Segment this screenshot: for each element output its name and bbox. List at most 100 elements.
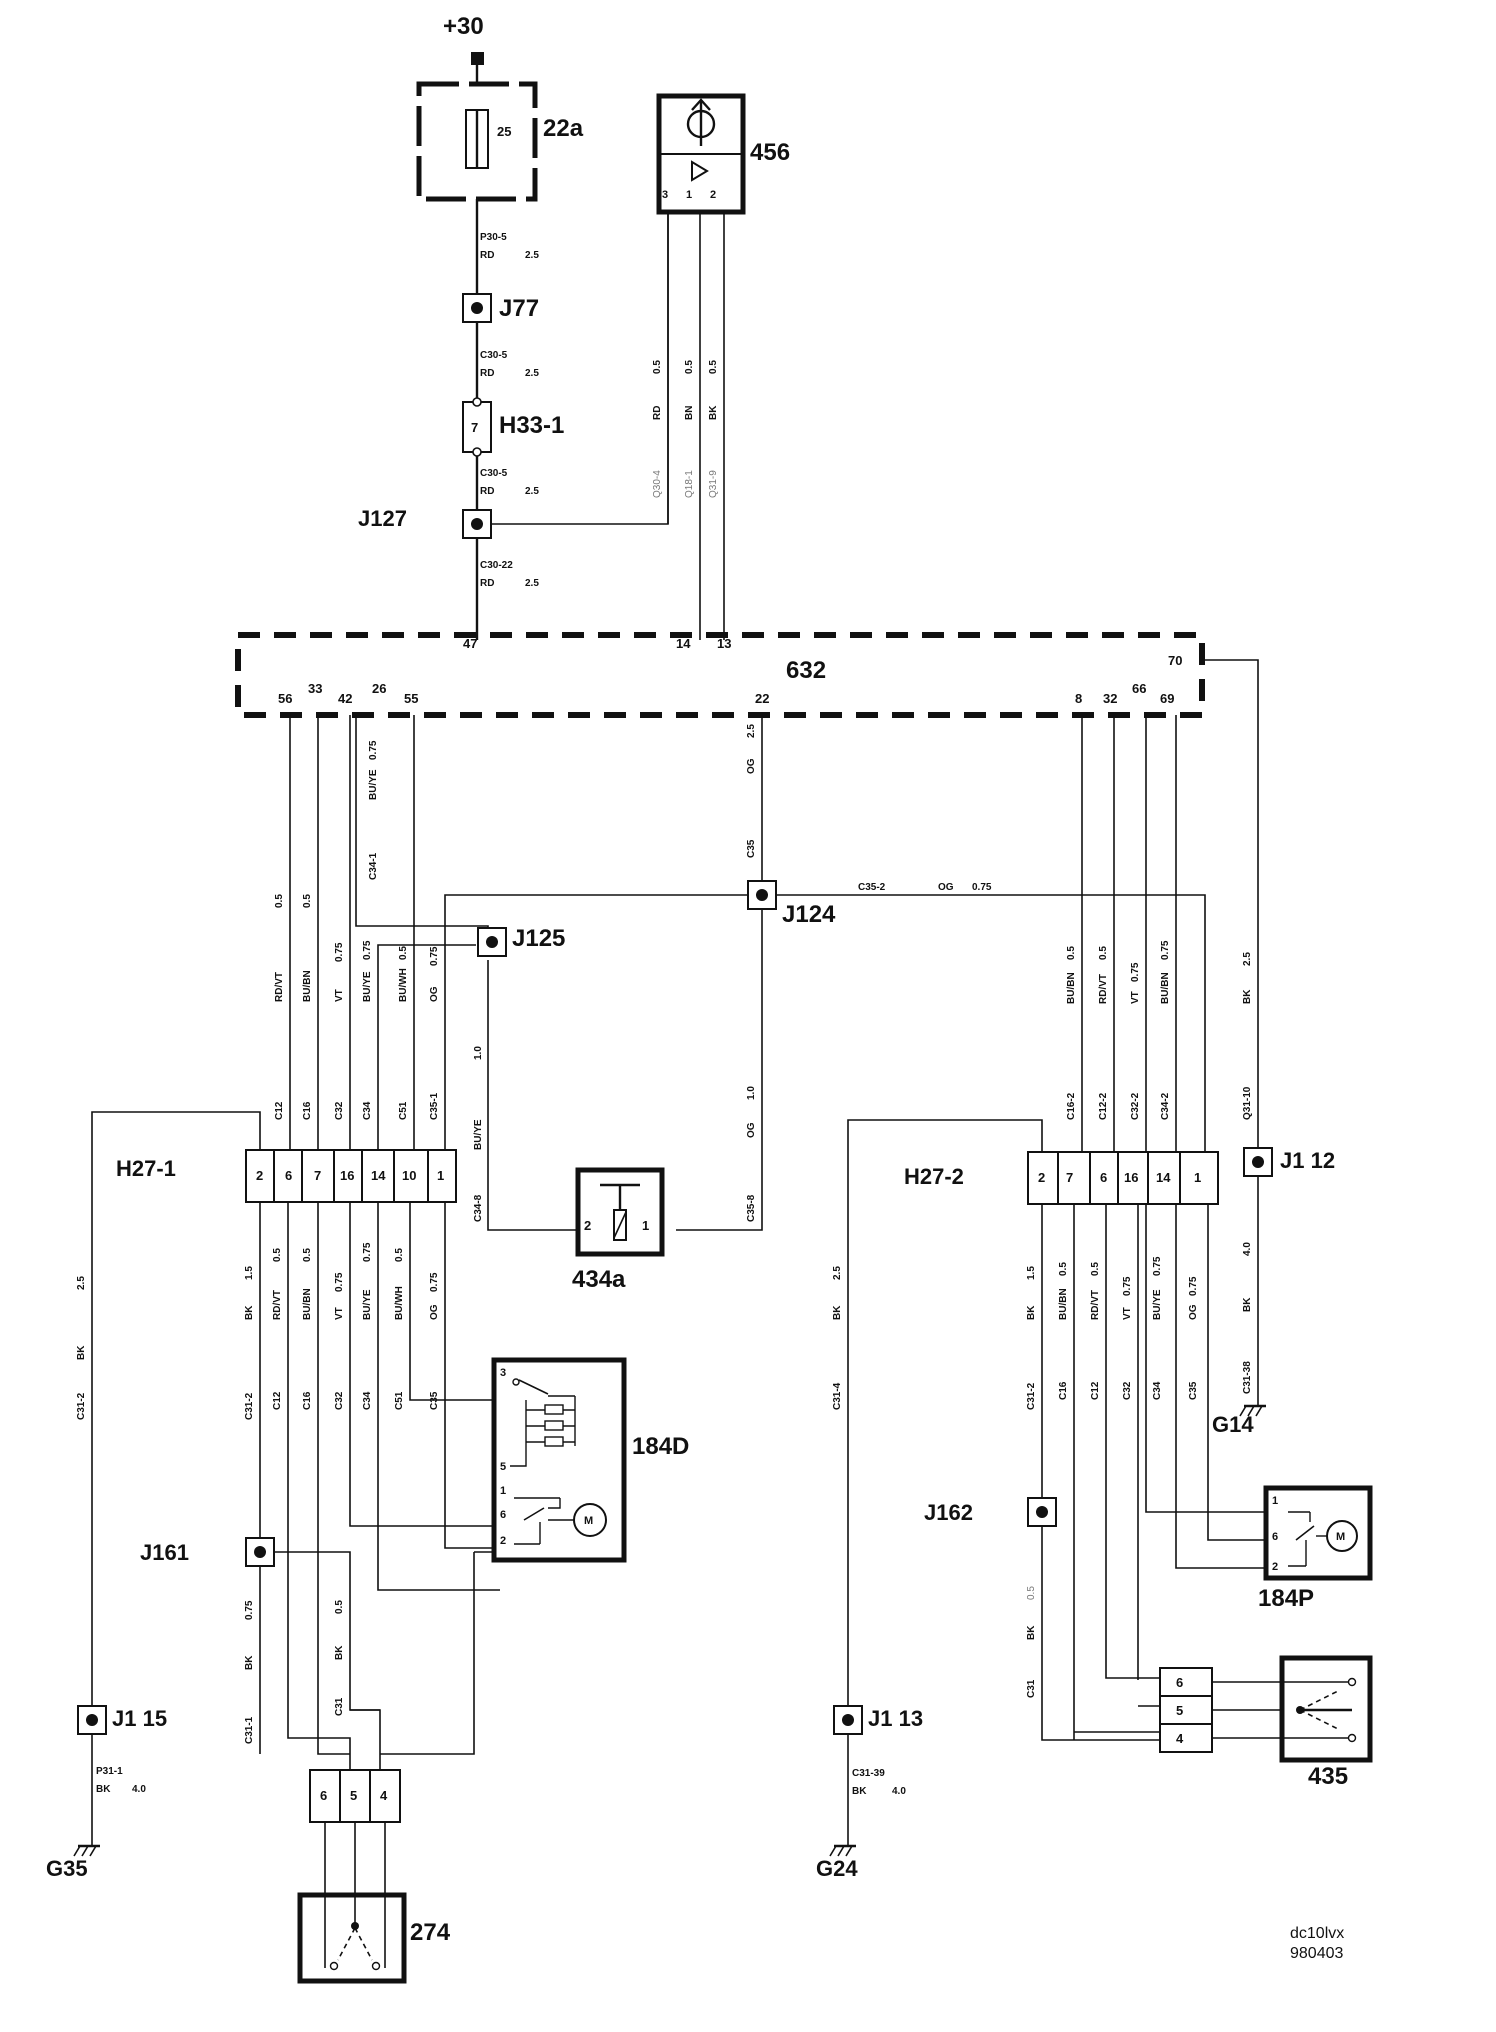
wl-vt-r1: VT xyxy=(1130,991,1141,1004)
wl-075-l6: 0.75 xyxy=(429,946,440,966)
wl-c12-r: C12 xyxy=(1090,1381,1101,1400)
wl-05-l3b: 0.5 xyxy=(334,1600,345,1614)
434a-label: 434a xyxy=(572,1266,626,1293)
wl-c31-38: C31-38 xyxy=(1242,1361,1253,1394)
wl-075-r3: 0.75 xyxy=(1130,962,1141,982)
j162-label: J162 xyxy=(924,1500,973,1525)
wl-rdvt-r2: RD/VT xyxy=(1090,1290,1101,1320)
footer-code: dc10lvx xyxy=(1290,1925,1344,1942)
wl-c34-l: C34 xyxy=(362,1101,373,1120)
wl-bubn-r2: BU/BN xyxy=(1160,972,1171,1004)
wl-buwh-2: BU/WH xyxy=(394,1286,405,1320)
wl-c34-ll: C34 xyxy=(362,1391,373,1410)
435-label: 435 xyxy=(1308,1763,1348,1790)
456-label: 456 xyxy=(750,139,790,166)
fuse-value: 25 xyxy=(497,124,511,139)
wl-c35-ll: C35 xyxy=(429,1391,440,1410)
wl-c51-l: C51 xyxy=(398,1101,409,1120)
wl-q30-4: Q30-4 xyxy=(652,470,663,498)
184p-motor: M xyxy=(1336,1531,1345,1543)
wl-c30-5-b: C30-5 xyxy=(480,468,508,479)
component-456: 3 1 2 456 RD 0.5 Q30-4 BN 0.5 Q18-1 BK 0… xyxy=(652,93,790,640)
wl-p30-5: P30-5 xyxy=(480,232,507,243)
h27-1-p2: 2 xyxy=(256,1168,263,1183)
184d-pin-5: 5 xyxy=(500,1461,506,1473)
184d-pin-2: 2 xyxy=(500,1535,506,1547)
j161-label: J161 xyxy=(140,1540,189,1565)
h27-2-p7: 7 xyxy=(1066,1170,1073,1185)
ecu-pin-8: 8 xyxy=(1075,691,1082,706)
wl-075-r4: 0.75 xyxy=(1160,940,1171,960)
456-pin-2: 2 xyxy=(710,189,716,201)
wl-05-r5: 0.5 xyxy=(1058,1262,1069,1276)
ecu-pin-26: 26 xyxy=(372,681,386,696)
wl-c31-39: C31-39 xyxy=(852,1768,885,1779)
right-harness-upper: BU/BN 0.5 C16-2 RD/VT 0.5 C12-2 VT 0.75 … xyxy=(1066,715,1253,1152)
junction-j1-12: J1 12 BK 4.0 C31-38 xyxy=(1242,1147,1335,1406)
footer-date: 980403 xyxy=(1290,1945,1343,1962)
wl-c30-22: C30-22 xyxy=(480,560,513,571)
supply-wire-labels: P30-5 RD 2.5 C30-5 RD 2.5 C30-5 RD 2.5 C… xyxy=(480,232,539,589)
wl-buye-1: BU/YE xyxy=(362,971,373,1002)
fuse-22a: 25 22a xyxy=(416,81,584,202)
184d-pin-3: 3 xyxy=(500,1367,506,1379)
right-harness-lower: BK 1.5 C31-2 BU/BN 0.5 C16 RD/VT 0.5 C12… xyxy=(832,1204,1270,1741)
wl-c16-2: C16-2 xyxy=(1066,1092,1077,1120)
ecu-pin-22: 22 xyxy=(755,691,769,706)
supply-label: +30 xyxy=(443,13,484,40)
h27-1-p6: 6 xyxy=(285,1168,292,1183)
wl-og-22: OG xyxy=(746,758,757,774)
wl-bubn-r3: BU/BN xyxy=(1058,1288,1069,1320)
junction-j127: J127 xyxy=(358,214,669,539)
h27-2-p16: 16 xyxy=(1124,1170,1138,1185)
wl-bubn-1: BU/BN xyxy=(302,970,313,1002)
wl-075-l2b: 0.75 xyxy=(244,1600,255,1620)
wl-bk-c31-39: BK xyxy=(852,1786,867,1797)
435-conn-p5: 5 xyxy=(1176,1703,1183,1718)
wl-25-r70: 2.5 xyxy=(1242,952,1253,966)
ground-g14: G14 xyxy=(1212,1404,1266,1437)
wl-buye-top: BU/YE xyxy=(368,769,379,800)
wl-25-g35: 2.5 xyxy=(76,1276,87,1290)
wl-40-g14: 4.0 xyxy=(1242,1242,1253,1256)
wl-05-l5: 0.5 xyxy=(398,946,409,960)
supply-terminal xyxy=(471,52,484,65)
ground-g24: G24 xyxy=(816,1844,858,1881)
wl-rd-3: RD xyxy=(480,486,494,497)
connector-435: 6 5 4 xyxy=(1159,1667,1282,1753)
wl-05-l1: 0.5 xyxy=(274,894,285,908)
connector-h33-1: 7 H33-1 xyxy=(462,397,564,457)
wl-bk-l2: BK xyxy=(244,1655,255,1670)
j124-label: J124 xyxy=(782,901,836,928)
wl-c31-4: C31-4 xyxy=(832,1382,843,1410)
junction-j1-15: J1 15 P31-1 BK 4.0 xyxy=(77,1705,167,1846)
184d-pin-1: 1 xyxy=(500,1485,506,1497)
435-conn-p4: 4 xyxy=(1176,1731,1184,1746)
ground-g35: G35 xyxy=(46,1844,100,1881)
wl-bubn-2: BU/BN xyxy=(302,1288,313,1320)
wl-075-r8: 0.75 xyxy=(1152,1256,1163,1276)
wl-c31-1: C31-1 xyxy=(244,1716,255,1744)
184p-pin-6: 6 xyxy=(1272,1531,1278,1543)
ecu-pin-47: 47 xyxy=(463,636,477,651)
connector-274: 6 5 4 xyxy=(309,1769,401,1895)
wl-c32-r: C32 xyxy=(1122,1381,1133,1400)
wl-2.5-3: 2.5 xyxy=(525,486,539,497)
wl-c16-l: C16 xyxy=(302,1101,313,1120)
wl-vt-r2: VT xyxy=(1122,1307,1133,1320)
wl-2.5-1: 2.5 xyxy=(525,250,539,261)
junction-j77: J77 xyxy=(462,293,539,323)
junction-j124: J124 xyxy=(747,880,836,928)
274-conn-p6: 6 xyxy=(320,1788,327,1803)
junction-j161: J161 xyxy=(140,1537,275,1567)
h27-2-p1: 1 xyxy=(1194,1170,1201,1185)
wl-rdvt-r1: RD/VT xyxy=(1098,974,1109,1004)
456-pin-3: 3 xyxy=(662,189,668,201)
wl-bn-456: BN xyxy=(684,406,695,420)
wl-05-r6: 0.5 xyxy=(1090,1262,1101,1276)
junction-j162: J162 xyxy=(924,1497,1057,1527)
wl-q18-1: Q18-1 xyxy=(684,470,695,498)
184d-pin-6: 6 xyxy=(500,1509,506,1521)
wl-og-1: OG xyxy=(429,986,440,1002)
h27-2-p14: 14 xyxy=(1156,1170,1171,1185)
